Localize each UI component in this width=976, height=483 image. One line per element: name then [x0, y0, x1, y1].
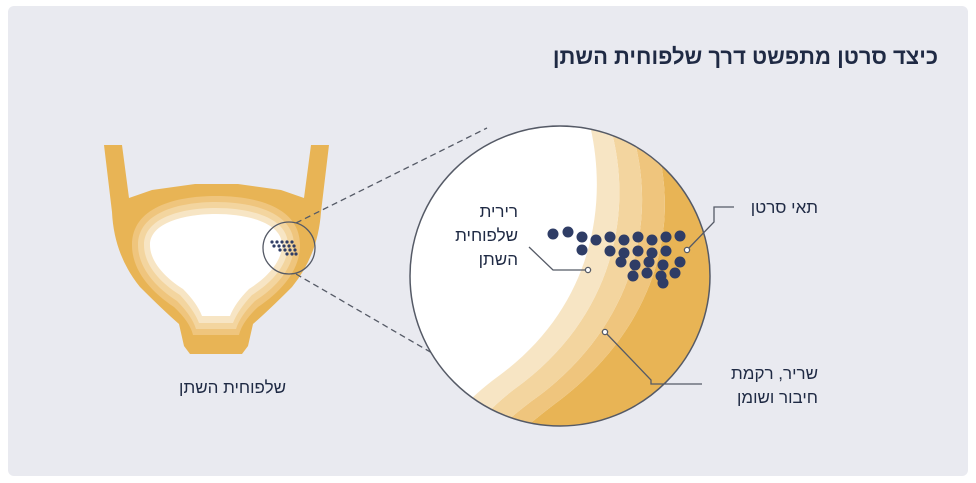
muscle-label-line-2: חיבור ושומן	[737, 388, 818, 407]
cancer-cells-label: תאי סרטן	[750, 198, 818, 217]
zoom-line-top	[295, 127, 488, 224]
lining-label-line-1: רירית	[479, 202, 518, 221]
muscle-label-line-1: שריר, רקמת	[731, 364, 818, 383]
lining-label-line-2: שלפוחית	[455, 226, 518, 245]
lining-label: רירית שלפוחית השתן	[455, 200, 518, 272]
leader-muscle	[604, 331, 702, 385]
magnifier-circle	[262, 221, 316, 275]
organ-label: שלפוחית השתן	[179, 378, 286, 397]
tissue-fat	[445, 126, 643, 426]
leader-dots	[584, 246, 691, 336]
zoom-circle-outline	[409, 125, 711, 427]
leader-cancer-cells	[686, 206, 734, 251]
lining-label-line-3: השתן	[478, 250, 518, 269]
leader-lining	[528, 246, 586, 271]
diagram-title: כיצד סרטן מתפשט דרך שלפוחית השתן	[552, 44, 938, 69]
muscle-label: שריר, רקמת חיבור ושומן	[731, 362, 818, 410]
bladder-illustration	[104, 145, 329, 354]
leader-lines	[528, 206, 734, 385]
bladder-lining	[150, 214, 282, 316]
bladder-cancer-dots	[270, 240, 298, 256]
tissue-connective	[462, 126, 665, 426]
cancer-cells	[547, 226, 686, 289]
